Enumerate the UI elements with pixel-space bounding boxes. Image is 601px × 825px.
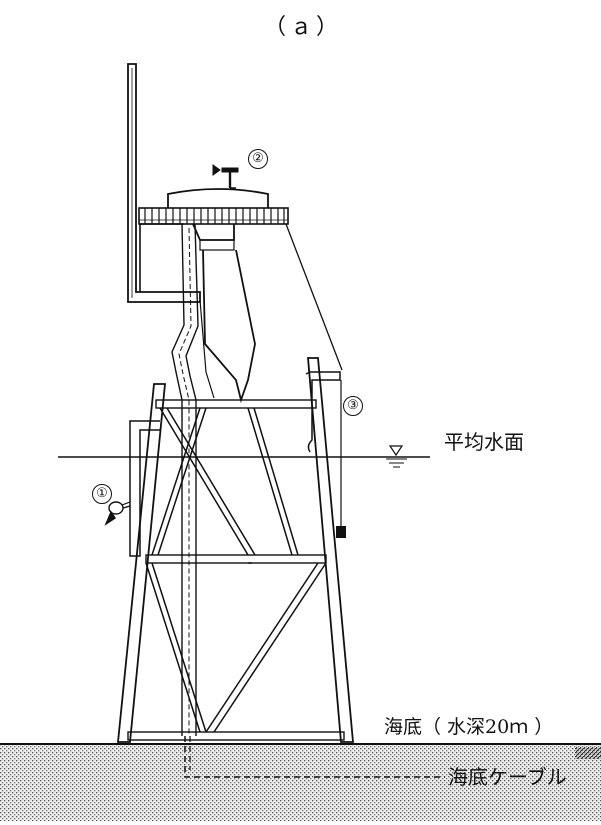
wave-gauge-weight-icon: [336, 526, 346, 538]
current-meter-frame: [121, 420, 160, 557]
central-column: [192, 223, 256, 404]
submarine-cable-label: 海底ケーブル: [448, 765, 567, 789]
wave-gauge-bracket: [305, 371, 342, 526]
mean-water-level: [58, 445, 430, 468]
marker-3: ③: [343, 396, 363, 416]
marker-1: ①: [92, 484, 112, 504]
deck-railing: [138, 207, 289, 225]
platform-cabin: [167, 188, 269, 208]
mast: [127, 63, 201, 303]
water-level-triangle-icon: [386, 445, 407, 468]
diagonal-braces: [145, 407, 327, 733]
current-meter-icon: [104, 501, 131, 526]
marker-2: ②: [248, 149, 268, 169]
jacket-legs: [117, 357, 354, 743]
tower-structure: [117, 63, 354, 743]
submarine-cable: [184, 736, 445, 778]
horizontal-braces: [127, 399, 345, 741]
seabed: [0, 743, 601, 821]
seabed-depth-label: 海底（ 水深20ｍ ）: [384, 716, 554, 738]
cable-riser: [171, 223, 215, 736]
water-level-label: 平均水面: [444, 430, 524, 454]
anemometer-icon: [212, 164, 239, 189]
figure-label: （ａ）: [264, 15, 343, 40]
